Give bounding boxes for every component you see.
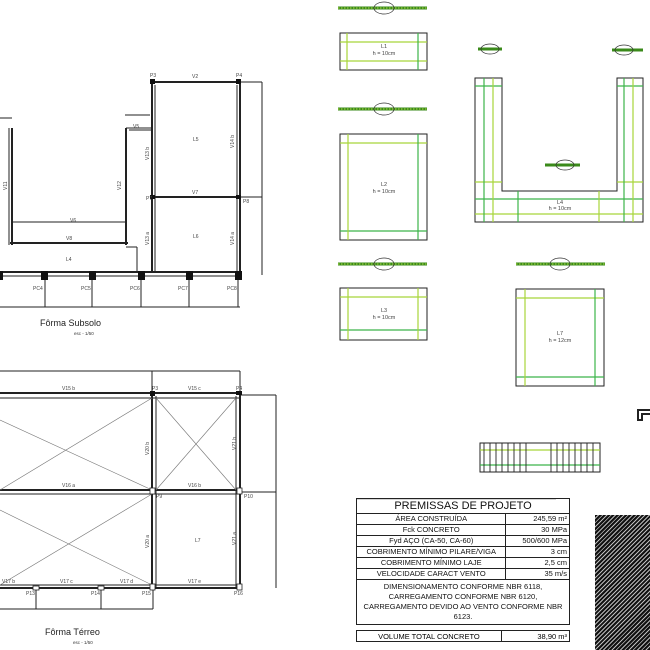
- pillar-label: PC5: [81, 286, 91, 292]
- slab-detail-L3: L3 h = 10cm: [339, 287, 428, 341]
- beam-label: V17 d: [120, 579, 133, 585]
- pillar-label: P8: [243, 199, 249, 205]
- slab-label: L4: [66, 257, 72, 263]
- slab-detail-L1: L1 h = 10cm: [339, 32, 428, 71]
- pillar-label: PC6: [130, 286, 140, 292]
- beam-label: V5: [133, 124, 139, 130]
- forma-subsolo-plan: P3 P4 P7 P8 PC4 PC5 PC6 PC7 PC8 V2 V5 V6…: [0, 73, 263, 336]
- slab-name: L7: [557, 331, 563, 337]
- pillar-label: P3: [150, 73, 156, 79]
- drawing-scale: esc - 1/50: [73, 640, 93, 645]
- beam-label: V21 a: [232, 532, 238, 545]
- slab-thickness: h = 10cm: [373, 51, 396, 57]
- slab-name: L3: [381, 308, 387, 314]
- premissa-value: 3 cm: [505, 546, 570, 558]
- beam-label: V16 a: [62, 483, 75, 489]
- volume-value: 38,90 m³: [500, 630, 571, 642]
- premissa-label: ÁREA CONSTRUÍDA: [355, 513, 507, 525]
- pillar-label: PC4: [33, 286, 43, 292]
- beam-label: V12: [117, 181, 123, 190]
- beam-label: V11: [3, 181, 9, 190]
- drawing-title: Fôrma Térreo: [45, 627, 100, 637]
- rebar-bar-symbols: [338, 1, 643, 271]
- pillar-label: P7: [146, 196, 152, 202]
- drawing-scale: esc - 1/50: [74, 331, 94, 336]
- pillar-label: P16: [234, 591, 243, 597]
- beam-label: V20 a: [145, 535, 151, 548]
- beam-label: V7: [192, 190, 198, 196]
- slab-label: L6: [193, 234, 199, 240]
- slab-name: L1: [381, 44, 387, 50]
- premissa-value: 245,59 m²: [505, 513, 570, 525]
- beam-label: V15 c: [188, 386, 201, 392]
- beam-label: V6: [70, 218, 76, 224]
- pillar-label: P13: [26, 591, 35, 597]
- slab-name: L2: [381, 182, 387, 188]
- beam-label: V2: [192, 74, 198, 80]
- slab-detail-L4: L4 h = 10cm: [474, 77, 644, 223]
- premissa-value: 2,5 cm: [505, 557, 570, 569]
- pillar-label: P3: [152, 386, 158, 392]
- slab-thickness: h = 10cm: [549, 206, 572, 212]
- slab-thickness: h = 10cm: [373, 189, 396, 195]
- beam-label: V15 b: [62, 386, 75, 392]
- pillar-label: P10: [244, 494, 253, 500]
- premissas-note: DIMENSIONAMENTO CONFORME NBR 6118, CARRE…: [356, 579, 570, 625]
- beam-label: V21 b: [232, 437, 238, 450]
- slab-label: L7: [195, 538, 201, 544]
- beam-label: V14 b: [230, 135, 236, 148]
- hatched-section: [595, 515, 650, 650]
- pillar-label: P15: [142, 591, 151, 597]
- beam-label: V17 c: [60, 579, 73, 585]
- beam-label: V8: [66, 236, 72, 242]
- pillar-label: P14: [91, 591, 100, 597]
- volume-label: VOLUME TOTAL CONCRETO: [356, 630, 502, 642]
- beam-stirrup-detail: [356, 409, 650, 500]
- pillar-label: PC8: [227, 286, 237, 292]
- slab-thickness: h = 10cm: [373, 315, 396, 321]
- pillar-label: P9: [156, 494, 162, 500]
- slab-label: L5: [193, 137, 199, 143]
- slab-name: L4: [557, 200, 563, 206]
- beam-label: V20 b: [145, 442, 151, 455]
- forma-terreo-plan: P3 P4 P9 P10 P13 P14 P15 P16 V15 b V15 c…: [0, 370, 277, 645]
- pillar-label: P4: [236, 73, 242, 79]
- premissa-label: Fck CONCRETO: [355, 524, 507, 536]
- beam-label: V13 b: [145, 147, 151, 160]
- premissa-label: COBRIMENTO MÍNIMO PILARE/VIGA: [355, 546, 507, 558]
- premissa-label: COBRIMENTO MÍNIMO LAJE: [355, 557, 507, 569]
- premissa-label: VELOCIDADE CARACT VENTO: [355, 568, 507, 580]
- premissa-value: 30 MPa: [505, 524, 570, 536]
- beam-label: V13 a: [145, 232, 151, 245]
- slab-thickness: h = 12cm: [549, 338, 572, 344]
- beam-label: V17 b: [2, 579, 15, 585]
- drawing-title: Fôrma Subsolo: [40, 318, 101, 328]
- beam-label: V16 b: [188, 483, 201, 489]
- beam-label: V14 a: [230, 232, 236, 245]
- pillar-label: P4: [236, 386, 242, 392]
- slab-detail-L2: L2 h = 10cm: [339, 133, 428, 241]
- pillar-label: PC7: [178, 286, 188, 292]
- slab-detail-L7: L7 h = 12cm: [515, 288, 605, 387]
- beam-label: V17 e: [188, 579, 201, 585]
- beam-outline: [151, 81, 241, 273]
- premissa-value: 500/600 MPa: [505, 535, 570, 547]
- premissa-value: 35 m/s: [505, 568, 570, 580]
- premissa-label: Fyd AÇO (CA-50, CA-60): [355, 535, 507, 547]
- premissas-title: PREMISSAS DE PROJETO: [356, 498, 570, 514]
